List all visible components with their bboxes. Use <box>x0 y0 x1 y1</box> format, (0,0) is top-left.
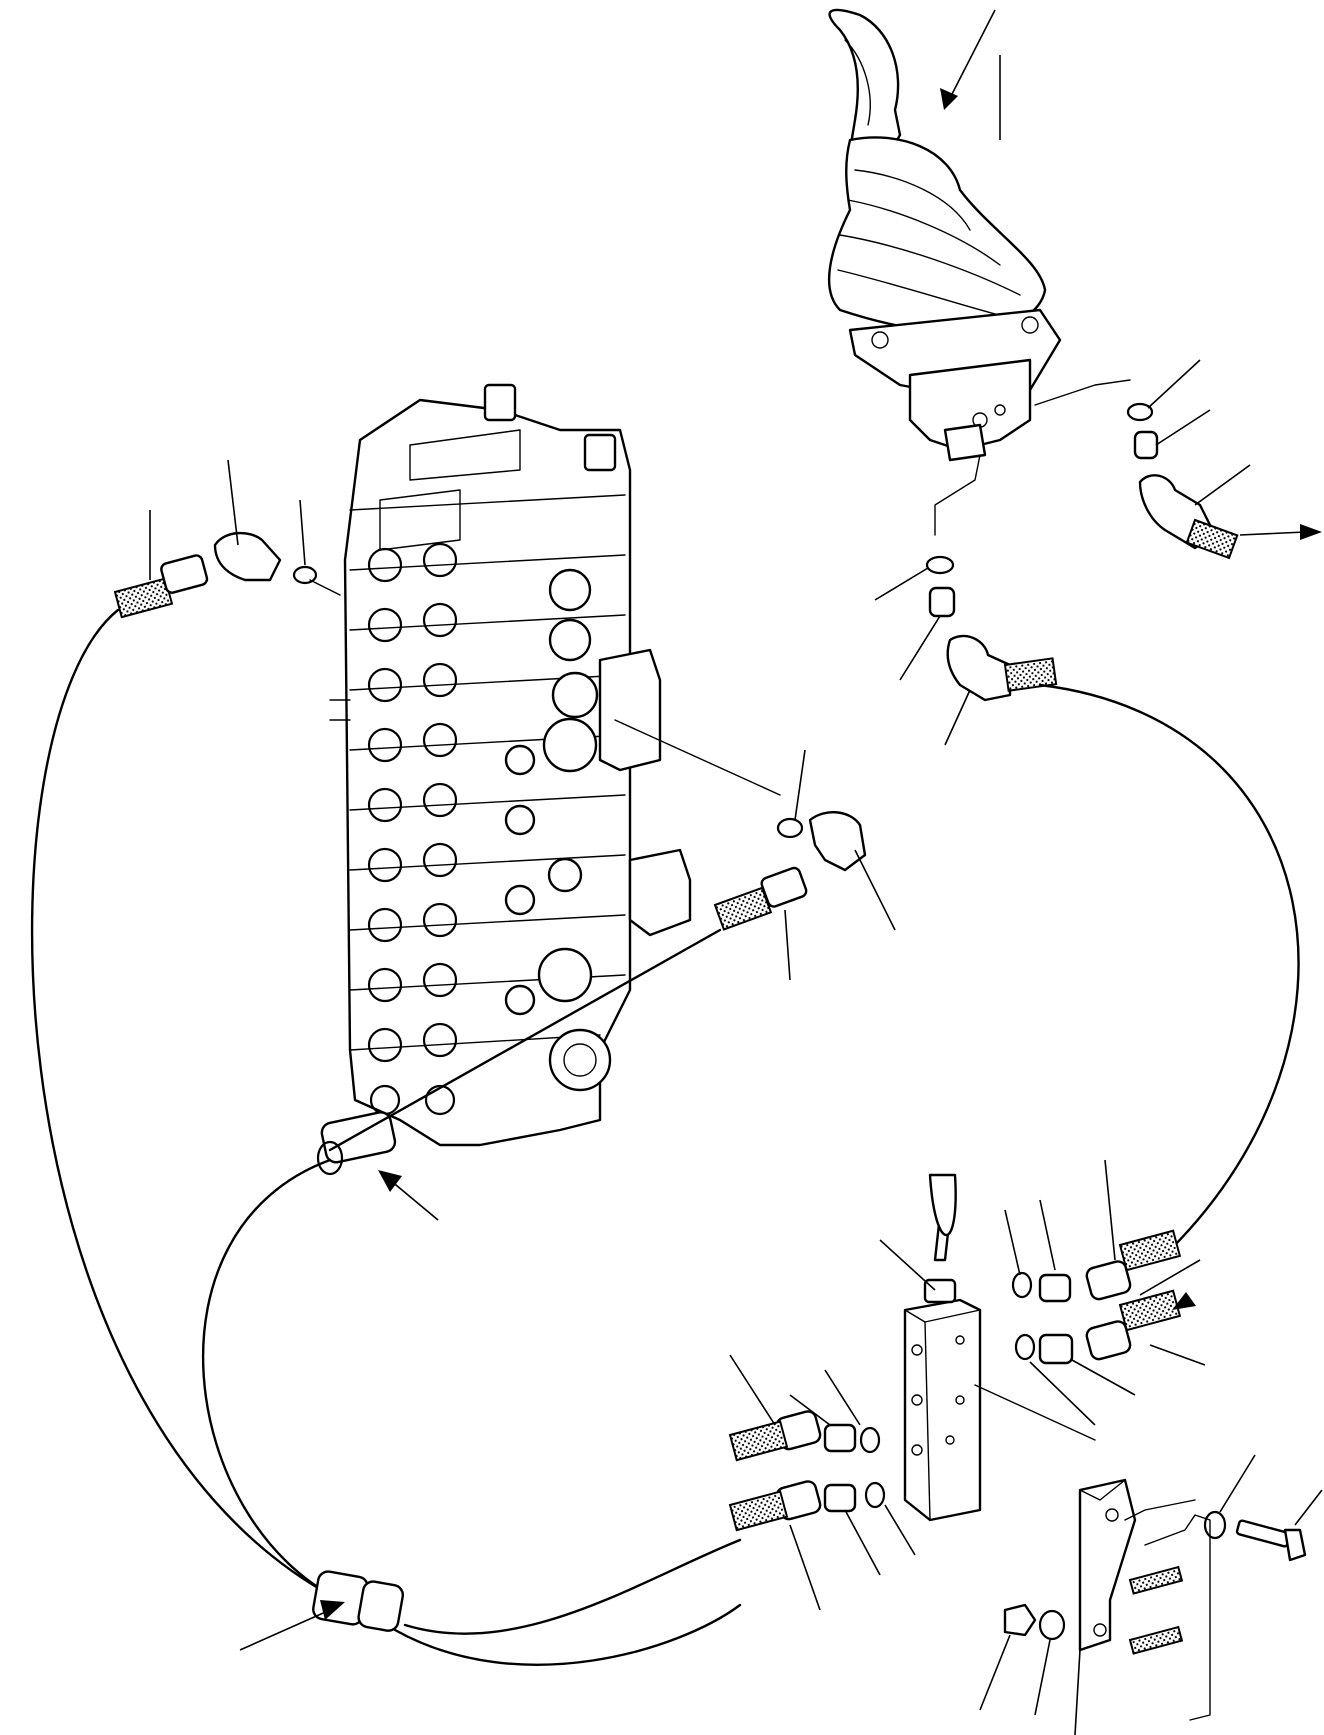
selector-left-fittings <box>730 1355 915 1610</box>
pointer-arrow-lever <box>940 10 995 110</box>
valve-leader-right <box>615 720 780 795</box>
control-valve-block <box>330 385 690 1145</box>
selector-right-fittings <box>1005 1160 1205 1425</box>
lever-right-port-fittings <box>1035 360 1322 558</box>
selector-valve <box>880 1175 980 1520</box>
mounting-bracket <box>975 1385 1210 1735</box>
valve-spool-caps <box>506 570 610 1090</box>
hose-collar-bottom <box>240 1570 404 1650</box>
bolt-washer-right <box>1205 1455 1322 1560</box>
lever-bottom-port-fittings <box>875 455 1056 745</box>
hoses <box>32 610 1298 1665</box>
valve-leader-left <box>310 580 340 595</box>
joystick-lever <box>829 10 1060 460</box>
valve-right-port-fittings <box>715 750 895 980</box>
valve-left-port-fittings <box>115 460 316 617</box>
nut-washer-bottom <box>980 1605 1064 1715</box>
